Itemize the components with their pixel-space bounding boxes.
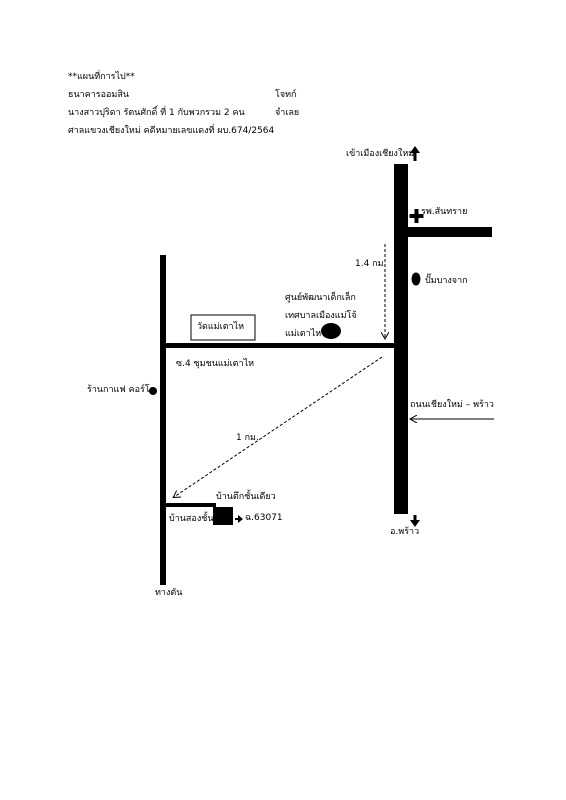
- court-case-line: ศาลแขวงเชียงใหม่ คดีหมายเลขแดงที่ ผบ.674…: [68, 126, 275, 136]
- child-center-label-3: แม่เตาไห: [285, 329, 322, 339]
- defendant-role: จำเลย: [275, 108, 300, 118]
- route-1km-arrow: [174, 356, 383, 497]
- cafe-label: ร้านกาแฟ คอร์โต: [87, 385, 156, 395]
- gas-station-label: ปั๊มบางจาก: [425, 276, 468, 286]
- plot-arrow-icon: [235, 515, 243, 523]
- single-house-label: บ้านตึกชั้นเดียว: [216, 492, 276, 502]
- house-lane: [166, 503, 216, 507]
- hospital-label: รพ.สันทราย: [421, 207, 468, 217]
- plot-number-label: ฉ.63071: [245, 513, 283, 523]
- distance-1-4km-label: 1.4 กม.: [355, 259, 387, 269]
- soi-label: ซ.4 ชุมชนแม่เตาไห: [176, 359, 255, 369]
- map-title: **แผนที่การไป**: [68, 72, 135, 82]
- temple-label: วัดแม่เตาไห: [197, 322, 245, 332]
- target-house-icon: [213, 507, 233, 525]
- distance-1km-label: 1 กม.: [236, 433, 259, 443]
- defendant-name: นางสาวปุริดา รัตนศักดิ์ ที่ 1 กับพวกรวม …: [68, 108, 245, 118]
- main-road-label: ถนนเชียงใหม่ – พร้าว: [410, 400, 494, 410]
- north-arrow-icon: [410, 146, 420, 161]
- branch-road-east: [408, 227, 492, 237]
- soi-road: [160, 343, 394, 348]
- child-center-label-1: ศูนย์พัฒนาเด็กเล็ก: [285, 293, 356, 303]
- plaintiff-role: โจทก์: [275, 90, 297, 100]
- two-storey-house-label: บ้านสองชั้น: [169, 514, 214, 524]
- child-center-label-2: เทศบาลเมืองแม่โจ้: [285, 311, 357, 321]
- main-road: [394, 164, 408, 514]
- plaintiff-name: ธนาคารออมสิน: [68, 90, 129, 100]
- hospital-cross-icon: [409, 209, 424, 223]
- cafe-marker-icon: [149, 387, 157, 395]
- to-phrao-label: อ.พร้าว: [390, 527, 420, 537]
- dead-end-label: ทางตัน: [155, 588, 183, 598]
- to-chiangmai-label: เข้าเมืองเชียงใหม่: [346, 149, 415, 159]
- south-arrow-icon: [410, 515, 420, 527]
- child-center-marker-icon: [321, 323, 341, 339]
- left-road: [160, 255, 166, 585]
- gas-station-marker-icon: [411, 272, 421, 286]
- temple-box: [190, 314, 256, 341]
